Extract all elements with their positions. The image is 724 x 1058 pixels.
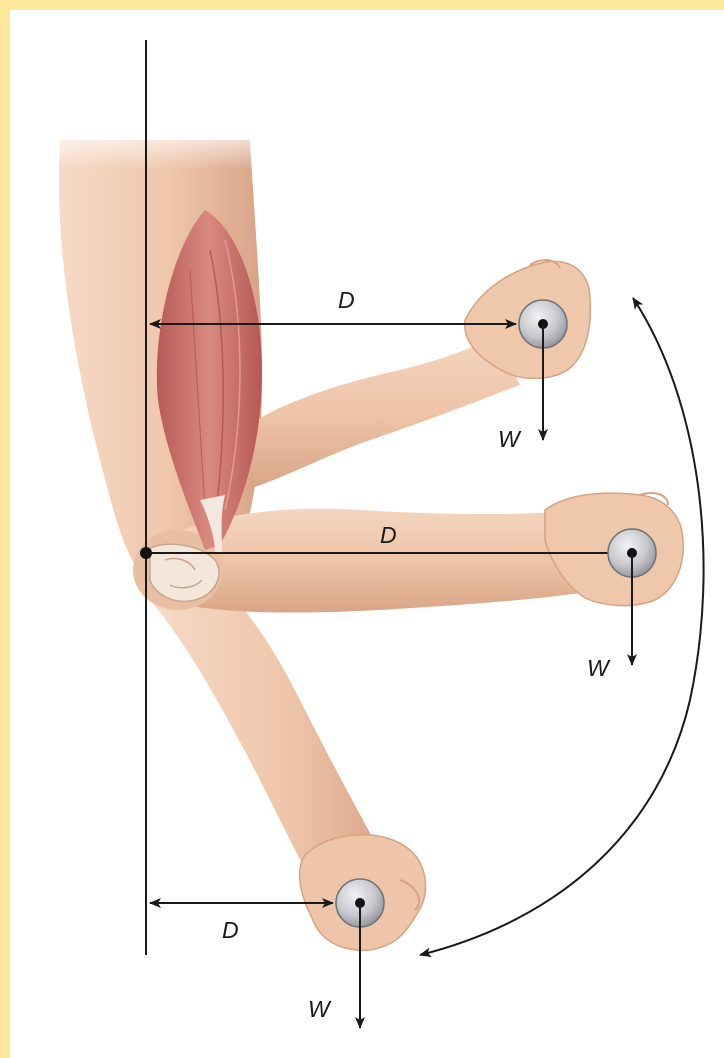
middle-weight-label: W [587,655,611,681]
top-weight-label: W [498,426,522,452]
middle-distance-label: D [380,522,397,548]
bottom-distance-label: D [222,917,239,943]
top-distance-label: D [338,287,355,313]
bottom-weight-label: W [308,996,332,1022]
elbow-pivot-dot [140,547,152,559]
